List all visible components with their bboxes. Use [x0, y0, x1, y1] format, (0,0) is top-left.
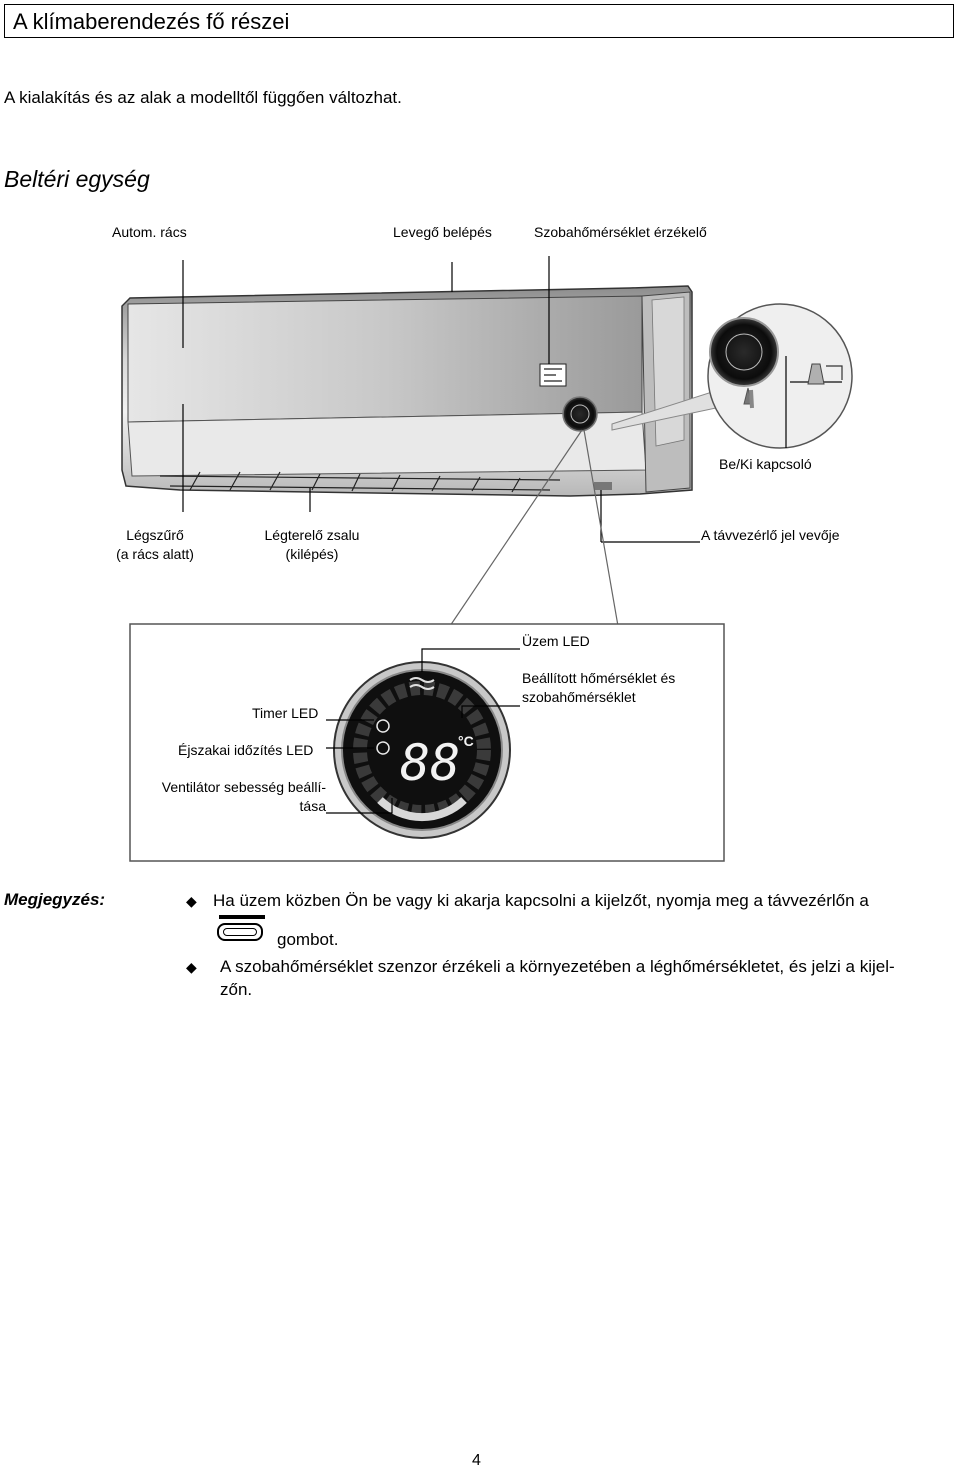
bullet-icon: ◆: [186, 893, 197, 909]
display-magnifier: [611, 303, 853, 449]
page-title: A klímaberendezés fő részei: [13, 9, 290, 34]
operation-led-label: Üzem LED: [522, 633, 590, 649]
section-title: Beltéri egység: [4, 166, 150, 192]
display-digits: 88: [400, 734, 460, 792]
intro-text: A kialakítás és az alak a modelltől függ…: [4, 88, 402, 107]
room-sensor-label: Szobahőmérséklet érzékelő: [534, 224, 707, 240]
onoff-switch-label: Be/Ki kapcsoló: [719, 456, 812, 472]
timer-led-label: Timer LED: [252, 705, 319, 721]
receiver-label: A távvezérlő jel vevője: [701, 527, 840, 543]
page-number: 4: [472, 1452, 481, 1469]
filter-label: Légszűrő(a rács alatt): [116, 527, 194, 562]
note-item-2: A szobahőmérséklet szenzor érzékeli a kö…: [220, 957, 895, 976]
display-button-icon: [217, 915, 269, 945]
bullet-icon: ◆: [186, 959, 197, 975]
title-box: A klímaberendezés fő részei: [4, 4, 954, 38]
louver-label: Légterelő zsalu(kilépés): [264, 527, 360, 562]
indoor-unit: [121, 285, 693, 497]
display-unit: °C: [458, 733, 474, 749]
note-label: Megjegyzés:: [4, 890, 106, 909]
grille-label: Autom. rács: [112, 224, 187, 240]
zoom-lines: [449, 429, 619, 627]
night-timer-led-label: Éjszakai időzítés LED: [178, 742, 314, 758]
note-item-2-cont: zőn.: [220, 980, 253, 999]
indoor-unit-diagram: 88 °C: [121, 256, 853, 862]
leader-lines: [182, 256, 787, 543]
display-panel: [129, 623, 725, 862]
fan-speed-label: Ventilátor sebesség beállí-tása: [161, 779, 326, 814]
note-item-1: Ha üzem közben Ön be vagy ki akarja kapc…: [213, 891, 869, 910]
note-item-1-cont: gombot.: [277, 930, 339, 949]
air-inlet-label: Levegő belépés: [393, 224, 492, 240]
panel-leader-lines: [326, 648, 520, 814]
